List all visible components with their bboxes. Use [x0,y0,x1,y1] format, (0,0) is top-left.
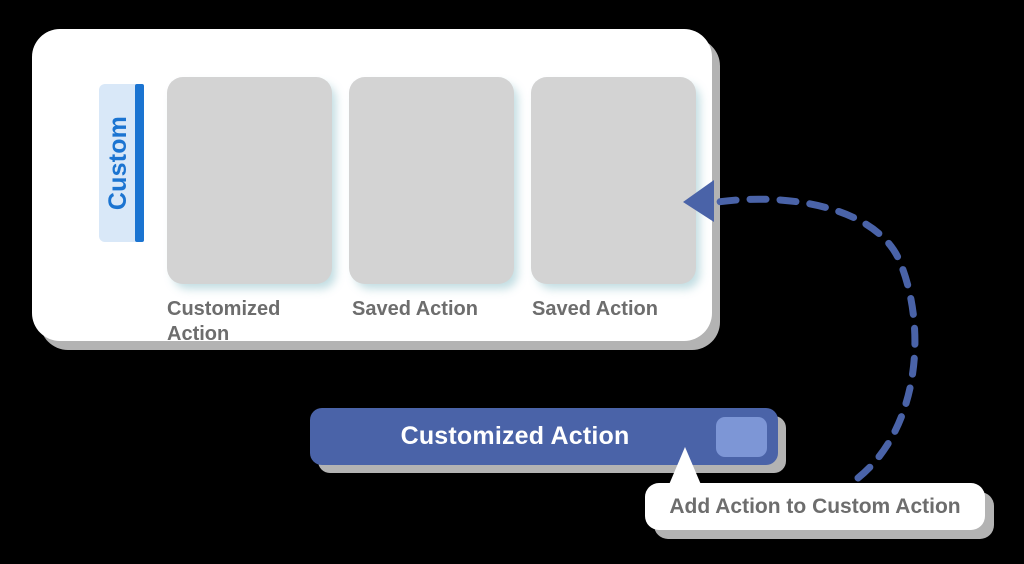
rounded-square-icon[interactable] [716,417,767,457]
action-card[interactable] [531,77,696,284]
tooltip-add-action: Add Action to Custom Action [645,483,985,530]
custom-actions-panel: Custom Customized Action Saved Action Sa… [32,29,712,345]
tab-background [99,84,137,242]
action-card[interactable] [349,77,514,284]
customized-action-bar[interactable]: Customized Action [310,408,778,465]
up-caret-icon [668,447,702,487]
action-card-label: Saved Action [532,298,658,320]
sidebar-tab-custom[interactable]: Custom [99,84,145,242]
tooltip-label: Add Action to Custom Action [669,494,961,518]
action-bar-label: Customized Action [400,422,630,450]
action-card[interactable] [167,77,332,284]
action-card-label: Customized Action [167,298,281,346]
tab-label-custom: Custom [103,115,132,211]
action-card-label: Saved Action [352,298,478,320]
tab-active-indicator [135,84,144,242]
